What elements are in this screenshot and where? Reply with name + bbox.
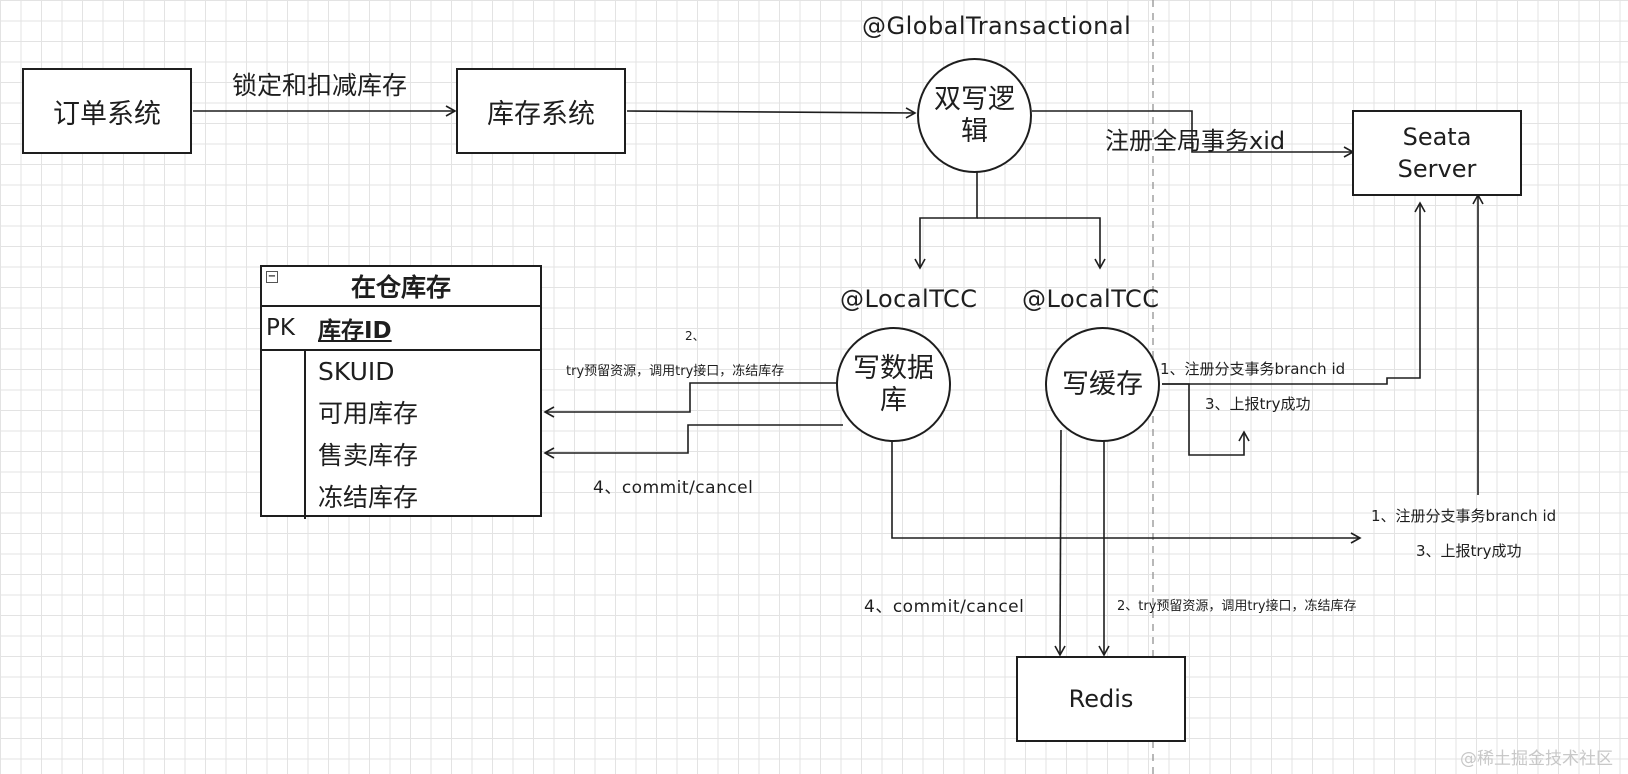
field-divider: [304, 351, 306, 519]
db-report-try-label: 3、上报try成功: [1416, 542, 1522, 560]
edge-cache-redis-left: [1054, 429, 1066, 657]
db-try-label: try预留资源，调用try接口，冻结库存: [566, 364, 785, 379]
write-db-node: 写数据库: [836, 327, 951, 442]
table-field-frozen: 冻结库存: [318, 483, 419, 512]
edge-dual-split: [914, 172, 978, 270]
seata-server-label: Seata Server: [1397, 123, 1477, 183]
write-cache-node: 写缓存: [1045, 327, 1160, 442]
pk-field: 库存ID: [318, 318, 392, 344]
edge-cache-report: [1162, 383, 1250, 456]
table-field-selling: 售卖库存: [318, 441, 419, 470]
edge-db-commit: [543, 424, 843, 459]
db-register-branch-label: 1、注册分支事务branch id: [1371, 507, 1557, 525]
redis-node: Redis: [1016, 656, 1186, 742]
seata-server-node: Seata Server: [1352, 110, 1522, 196]
primary-key-row: PK 库存ID: [262, 307, 540, 351]
table-title: 在仓库存: [350, 273, 451, 302]
redis-commit-cancel-label: 4、commit/cancel: [864, 597, 1025, 617]
cache-report-try-label: 3、上报try成功: [1205, 395, 1311, 413]
table-header: − 在仓库存: [262, 267, 540, 307]
global-transactional-annotation: @GlobalTransactional: [862, 12, 1132, 40]
local-tcc-annotation-db: @LocalTCC: [840, 285, 978, 313]
dual-write-node: 双写逻辑: [917, 58, 1032, 173]
edge-db-try: [543, 382, 840, 418]
collapse-icon[interactable]: −: [266, 271, 278, 283]
edge-cache-register: [1162, 201, 1426, 385]
watermark: @稀土掘金技术社区: [1460, 749, 1613, 769]
db-commit-cancel-label: 4、commit/cancel: [593, 478, 754, 498]
inventory-system-node: 库存系统: [456, 68, 626, 154]
table-fields: SKUID 可用库存 售卖库存 冻结库存: [262, 351, 540, 519]
table-field-available: 可用库存: [318, 399, 419, 428]
edge-inventory-to-dual: [626, 107, 917, 119]
pk-label: PK: [266, 315, 295, 341]
table-field-skuid: SKUID: [318, 357, 395, 386]
register-global-xid-label: 注册全局事务xid: [1105, 127, 1286, 155]
edge-db-to-seata-low: [891, 440, 1362, 544]
order-system-node: 订单系统: [22, 68, 192, 154]
local-tcc-annotation-cache: @LocalTCC: [1022, 285, 1160, 313]
edge-dual-split-right: [977, 217, 1106, 270]
redis-try-label: 2、try预留资源，调用try接口，冻结库存: [1117, 599, 1357, 614]
edge-dual-to-seata: [1032, 110, 1355, 158]
inventory-table: − 在仓库存 PK 库存ID SKUID 可用库存 售卖库存 冻结库存: [260, 265, 542, 519]
db-try-step-label: 2、: [685, 329, 705, 343]
lock-deduct-label: 锁定和扣减库存: [232, 71, 408, 100]
cache-register-branch-label: 1、注册分支事务branch id: [1160, 360, 1346, 378]
